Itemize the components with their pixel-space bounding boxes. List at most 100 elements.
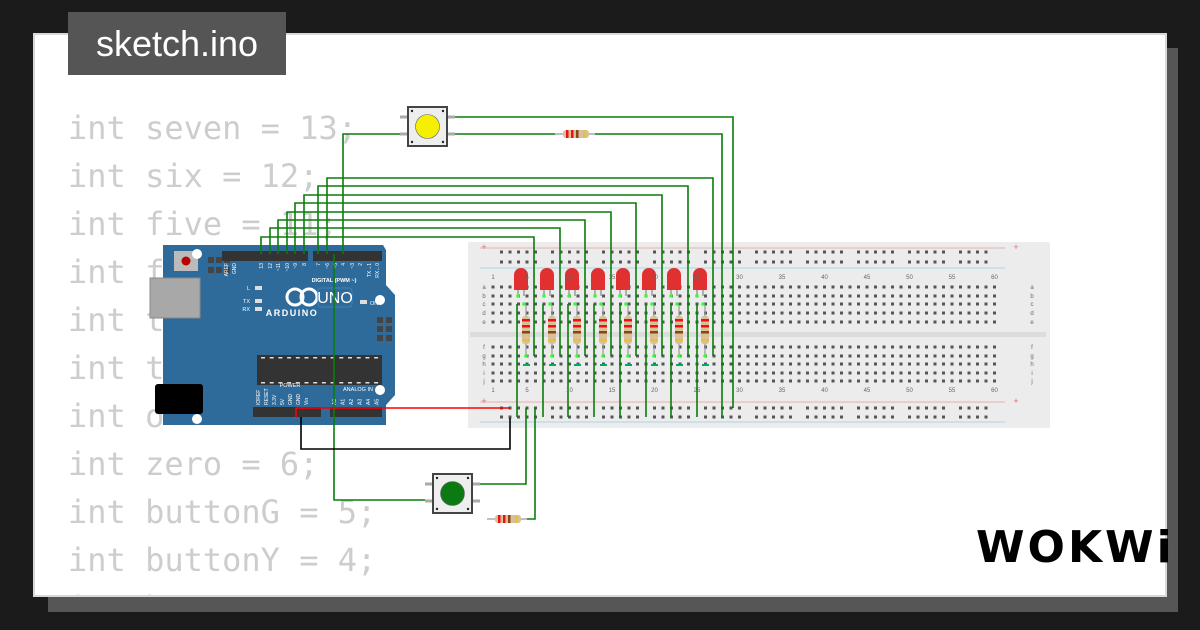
resistor (548, 305, 556, 366)
breadboard-hole (899, 320, 903, 324)
rail-hole (568, 415, 571, 419)
on-label: ON (370, 301, 378, 307)
led-signal-wire (326, 177, 714, 356)
rail-hole (925, 415, 928, 419)
row-letter: e (1030, 320, 1034, 326)
breadboard-hole (729, 302, 733, 306)
breadboard-hole (814, 354, 818, 358)
breadboard-hole (942, 294, 945, 298)
rail-hole (763, 415, 767, 419)
rail-hole (525, 260, 529, 264)
green-button-wire (480, 408, 527, 485)
rail-hole (602, 260, 605, 264)
breadboard-hole (627, 345, 631, 349)
breadboard-hole (661, 371, 665, 375)
rail-hole (857, 250, 860, 254)
rail-hole (525, 406, 529, 410)
rail-hole (891, 406, 894, 410)
pin-highlight (542, 294, 546, 298)
rail-hole (831, 406, 835, 410)
chip-pin (356, 382, 361, 384)
analog-pin-label: A3 (358, 399, 364, 405)
breadboard-hole (874, 345, 877, 349)
button-leg (425, 499, 433, 503)
rail-hole (882, 260, 886, 264)
rail-hole (789, 260, 792, 264)
breadboard-hole (508, 302, 512, 306)
resistor-band (624, 325, 632, 328)
power-pin-label: 5V (280, 398, 286, 405)
breadboard-hole (712, 302, 716, 306)
row-letter: g (482, 354, 485, 360)
power-header (253, 407, 321, 417)
breadboard-hole (831, 311, 835, 315)
breadboard-hole (738, 354, 741, 358)
rail-hole (687, 406, 690, 410)
breadboard-hole (891, 379, 894, 383)
led-bulb (565, 268, 579, 290)
breadboard-hole (491, 345, 495, 349)
rail-hole (823, 250, 826, 254)
breadboard-hole (857, 371, 860, 375)
resistor (650, 305, 658, 366)
breadboard-hole (806, 311, 809, 315)
chip-pin (313, 382, 318, 384)
breadboard-hole (712, 285, 716, 289)
chip-pin (330, 382, 335, 384)
breadboard-hole (593, 345, 597, 349)
breadboard-hole (780, 345, 784, 349)
analog-pin-label: A0 (332, 399, 338, 405)
rail-hole (959, 260, 962, 264)
breadboard-hole (585, 379, 588, 383)
led-indicator (255, 307, 262, 311)
breadboard-hole (933, 294, 937, 298)
resistor-band (650, 331, 658, 334)
yellow-resistor-wire (595, 133, 723, 417)
rail-hole (908, 415, 911, 419)
breadboard-hole (593, 362, 597, 366)
rail-hole (602, 250, 605, 254)
breadboard-hole (542, 362, 546, 366)
breadboard-hole (500, 311, 503, 315)
yellow-button-pin-wire (342, 133, 400, 254)
pin-highlight (550, 354, 554, 358)
rail-hole (933, 415, 937, 419)
rail-hole (602, 415, 605, 419)
row-letter: d (482, 311, 485, 317)
breadboard-hole (797, 354, 801, 358)
breadboard-hole (806, 345, 809, 349)
resistor-band (522, 319, 530, 322)
breadboard-hole (865, 311, 869, 315)
breadboard-hole (857, 320, 860, 324)
led-bulb (591, 268, 605, 290)
breadboard-hole (534, 345, 537, 349)
breadboard-hole (899, 311, 903, 315)
breadboard-hole (712, 362, 716, 366)
rail-hole (976, 406, 979, 410)
rail-hole (517, 250, 520, 254)
rail-hole (653, 415, 656, 419)
rail-hole (610, 415, 614, 419)
rail-hole (704, 250, 707, 254)
rail-hole (517, 415, 520, 419)
rail-hole (585, 250, 588, 254)
breadboard-hole (636, 311, 639, 315)
breadboard-hole (823, 362, 826, 366)
breadboard-hole (993, 362, 996, 366)
breadboard-hole (933, 302, 937, 306)
breadboard-hole (959, 311, 962, 315)
breadboard-hole (899, 379, 903, 383)
rail-hole (959, 406, 962, 410)
breadboard-hole (806, 302, 809, 306)
resistor-body (548, 316, 556, 344)
resistor-band (701, 325, 709, 328)
breadboard-hole (627, 294, 631, 298)
breadboard-hole (568, 345, 571, 349)
breadboard-hole (517, 379, 520, 383)
breadboard-hole (831, 345, 835, 349)
chip-pin (313, 357, 318, 359)
breadboard-hole (848, 320, 852, 324)
rail-hole (712, 250, 716, 254)
icsp2-pin (386, 317, 392, 323)
breadboard-hole (865, 379, 869, 383)
